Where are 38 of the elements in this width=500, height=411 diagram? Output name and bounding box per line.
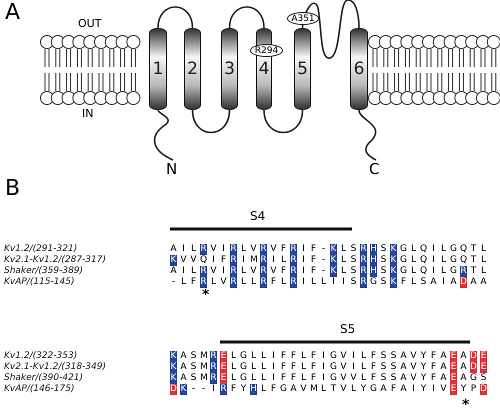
region-label: IN (82, 108, 94, 119)
sequence-row: K A S M R E L G L L I F F L F I G V I L F S S A V Y F A E A D E (170, 351, 487, 362)
helix-cylinder: 3 (221, 28, 238, 110)
sequence-name: KvAP/(146-175) (4, 384, 74, 395)
sequence-name: Shaker/(359-389) (4, 266, 84, 277)
asterisk-mark: * (202, 288, 210, 302)
sequence-row: A I L R V I R L V R V F R I F - K L S R H S K G L Q I L G R T L (170, 266, 487, 277)
panel-letter: A (5, 2, 20, 24)
sequence-row: D K - - I R F Y H L F G A V M L T V L Y G A F A I Y I V E Y P D (170, 384, 487, 395)
segment-label: S5 (340, 323, 356, 335)
residue-marker: A351 (287, 12, 319, 25)
chain-line (228, 6, 265, 28)
residue-marker: R294 (250, 44, 283, 57)
helix-cylinder: 2 (184, 28, 201, 110)
sequence-row: K A S M R E L G L L I F F L F I G V V L F S S A V Y F A E A G S (170, 373, 487, 384)
sequence-name: Kv1.2/(322-353) (4, 351, 78, 362)
sequence-name: Kv1.2/(291-321) (4, 244, 78, 255)
asterisk-mark: * (462, 398, 470, 411)
helix-cylinder: 6 (350, 28, 368, 110)
segment-label: S4 (250, 210, 266, 222)
panel-letter: B (5, 178, 20, 200)
sequence-name: Shaker/(390-421) (4, 373, 84, 384)
helix-cylinder: 1 (149, 28, 167, 110)
chain-line (263, 110, 304, 134)
region-label: OUT (78, 18, 102, 29)
terminus-label: C (369, 160, 383, 178)
helix-cylinder: 5 (294, 28, 311, 110)
chain-line (154, 110, 174, 161)
sequence-name: Kv2.1-Kv1.2/(287-317) (4, 255, 106, 266)
sequence-row: A I L R V I R L V R V F R I F - K L S R H S K G L Q I L G Q T L (170, 244, 487, 255)
sequence-name: KvAP/(115-145) (4, 277, 74, 288)
sequence-row-text: - L F R L V R L L R F L R I L L I I S R G S K F L S A I A D A A (170, 277, 487, 288)
chain-line (192, 110, 230, 134)
sequence-name: Kv2.1-Kv1.2/(318-349) (4, 362, 106, 373)
sequence-row: K V V Q I F R I M R I L R I F - K L S R H S K G L Q I L G Q T L (170, 255, 487, 266)
terminus-label: N (166, 160, 180, 178)
sequence-row: K A S M R E L G L L I F F L F I G V I L F S S A V Y F A E A D E (170, 362, 487, 373)
chain-line (157, 6, 194, 28)
